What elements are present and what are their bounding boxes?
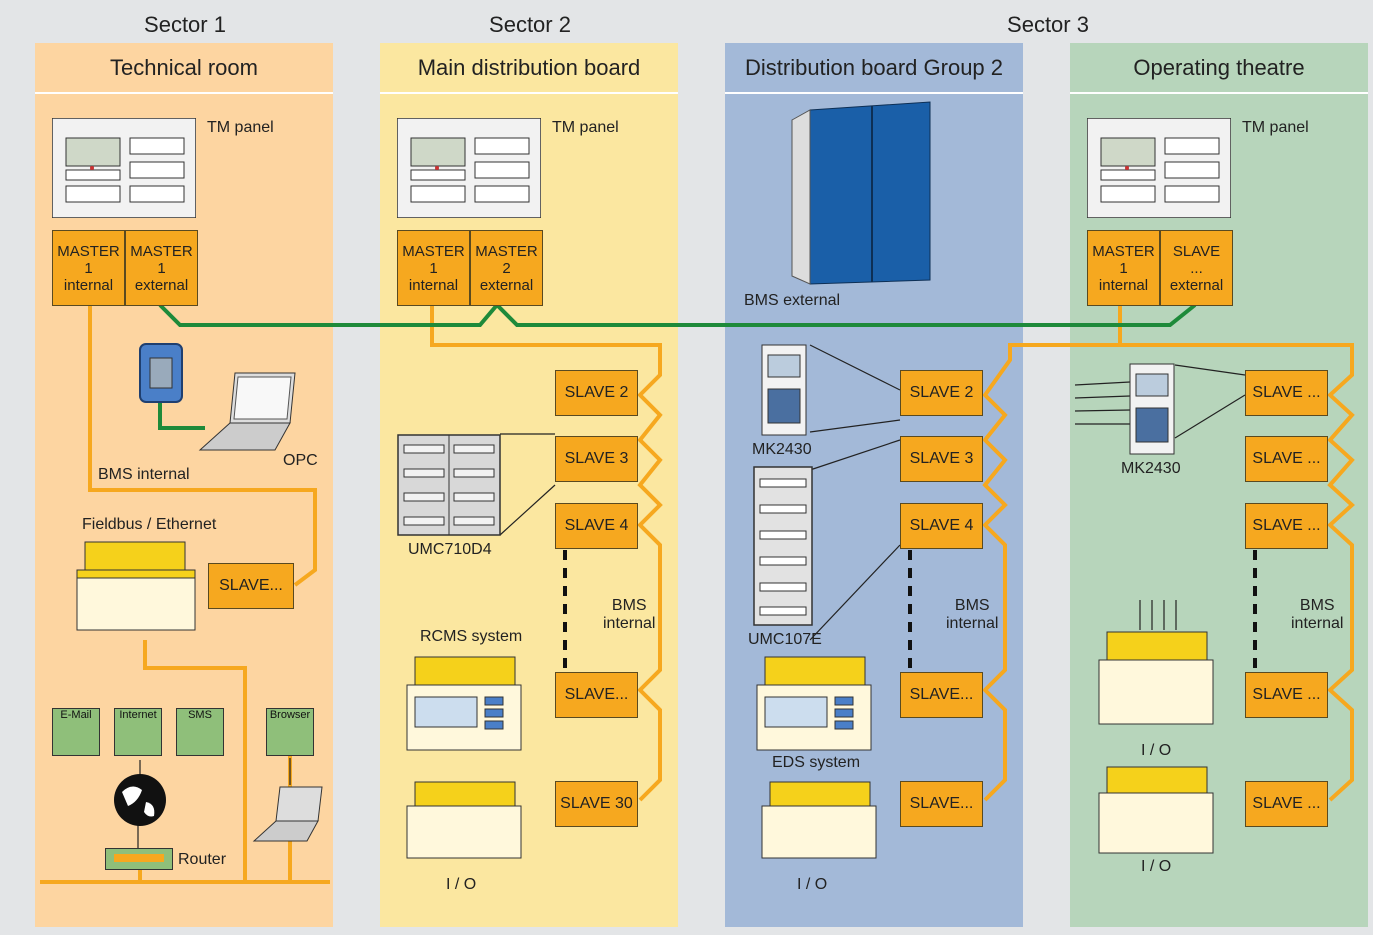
mk2430-device-icon — [761, 344, 807, 436]
bms-external-label: BMS external — [744, 292, 841, 309]
internet-icon: Internet — [114, 708, 162, 756]
slave-2-box: SLAVE 2 — [555, 370, 638, 416]
slave-external: SLAVE...external — [1160, 230, 1233, 306]
slave-4-box: SLAVE 4 — [900, 503, 983, 549]
umc107e-device-icon — [753, 466, 813, 626]
globe-icon — [114, 774, 166, 826]
io-device-icon — [761, 781, 877, 859]
column-title: Distribution board Group 2 — [744, 55, 1004, 80]
slave-box: SLAVE... — [208, 563, 294, 609]
io-label: I / O — [446, 876, 477, 893]
slave-box: SLAVE ... — [1245, 370, 1328, 416]
io-label: I / O — [1141, 742, 1172, 759]
io-label: I / O — [1141, 858, 1172, 875]
mk2430-device-icon — [1129, 363, 1175, 455]
sector-2-title: Sector 2 — [489, 12, 571, 37]
sector-3-title: Sector 3 — [1007, 12, 1089, 37]
tm-panel-device — [52, 118, 196, 218]
gateway-device-icon — [76, 541, 196, 631]
tm-panel-label: TM panel — [552, 119, 619, 136]
io-device-icon — [406, 781, 522, 859]
slave-2-box: SLAVE 2 — [900, 370, 983, 416]
slave-box: SLAVE ... — [1245, 503, 1328, 549]
umc107e-label: UMC107E — [748, 631, 822, 648]
browser-icon: Browser — [266, 708, 314, 756]
sms-icon: SMS — [176, 708, 224, 756]
slave-box: SLAVE ... — [1245, 781, 1328, 827]
router-label: Router — [178, 851, 227, 868]
rcms-device-icon — [406, 656, 522, 751]
slave-30-box: SLAVE 30 — [555, 781, 638, 827]
io-label: I / O — [797, 876, 828, 893]
column-title: Operating theatre — [1133, 55, 1305, 80]
slave-3-box: SLAVE 3 — [900, 436, 983, 482]
sector-1-title: Sector 1 — [144, 12, 226, 37]
slave-n-box: SLAVE... — [900, 672, 983, 718]
umc710d4-label: UMC710D4 — [408, 541, 492, 558]
tm-panel-label: TM panel — [1242, 119, 1309, 136]
umc710d4-device-icon — [397, 434, 501, 536]
router-icon — [105, 848, 173, 870]
fieldbus-label: Fieldbus / Ethernet — [82, 516, 217, 533]
slave-box: SLAVE ... — [1245, 672, 1328, 718]
column-title: Technical room — [110, 55, 258, 80]
laptop-icon-small — [252, 786, 323, 842]
eds-label: EDS system — [772, 754, 861, 771]
slave-4-box: SLAVE 4 — [555, 503, 638, 549]
eds-device-icon — [756, 656, 872, 751]
email-icon: E-Mail — [52, 708, 100, 756]
slave-box: SLAVE ... — [1245, 436, 1328, 482]
column-title: Main distribution board — [417, 55, 641, 80]
tm-panel-device — [397, 118, 541, 218]
mk2430-label: MK2430 — [752, 441, 812, 458]
opc-label: OPC — [283, 452, 318, 469]
cabinet-icon — [791, 101, 931, 285]
bms-internal-label: BMS internal — [98, 466, 190, 483]
io-device-icon — [1098, 766, 1214, 854]
slave-3-box: SLAVE 3 — [555, 436, 638, 482]
mk2430-label: MK2430 — [1121, 460, 1181, 477]
tm-panel-label: TM panel — [207, 119, 274, 136]
slave-n-box: SLAVE... — [555, 672, 638, 718]
converter-icon — [139, 343, 183, 403]
io-device-icon — [1098, 631, 1214, 725]
rcms-label: RCMS system — [420, 628, 523, 645]
laptop-icon — [198, 372, 296, 451]
slave-n-box: SLAVE... — [900, 781, 983, 827]
tm-panel-device — [1087, 118, 1231, 218]
